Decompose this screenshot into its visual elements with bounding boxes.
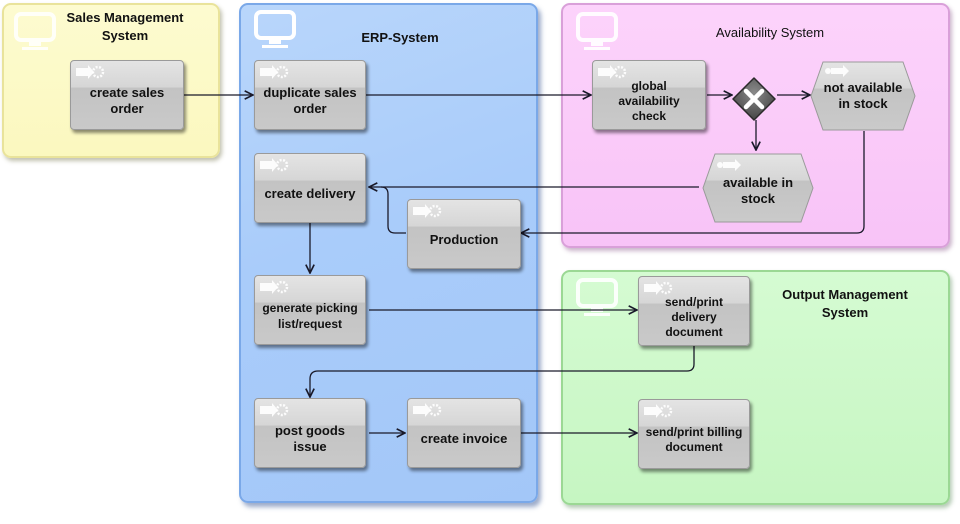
event-hexagon-shape [702, 153, 814, 223]
event-label: not available in stock [823, 80, 903, 111]
function-arrow-gear-icon [413, 403, 442, 417]
function-label: create invoice [420, 431, 508, 446]
function-arrow-gear-icon [644, 281, 673, 295]
function-send-print-delivery-document[interactable]: send/print delivery document [638, 276, 750, 346]
function-post-goods-issue[interactable]: post goods issue [254, 398, 366, 468]
function-arrow-gear-icon [260, 158, 289, 172]
function-arrow-gear-icon [644, 404, 673, 418]
function-label: post goods issue [274, 423, 346, 454]
function-label: create sales order [89, 85, 165, 116]
xor-gateway[interactable] [731, 76, 777, 122]
event-arrow-icon [831, 65, 849, 77]
lane-title-sales: Sales Management System [55, 9, 195, 45]
function-arrow-gear-icon [260, 280, 289, 294]
event-arrow-icon [723, 159, 741, 171]
connector-production-to-create-delivery [380, 186, 406, 234]
event-not-available-in-stock[interactable]: not available in stock [809, 60, 917, 132]
function-label: send/print delivery document [664, 294, 723, 339]
function-arrow-gear-icon [76, 65, 105, 79]
function-arrow-gear-icon [598, 65, 627, 79]
function-arrow-gear-icon [260, 403, 289, 417]
lane-title-line: System [101, 28, 149, 43]
function-generate-picking-list[interactable]: generate picking list/request [254, 275, 366, 345]
function-create-delivery[interactable]: create delivery [254, 153, 366, 223]
monitor-icon [576, 12, 618, 50]
connector-send-delivery-to-post-goods [310, 346, 695, 397]
lane-title-availability: Availability System [715, 25, 825, 40]
function-arrow-gear-icon [413, 204, 442, 218]
event-label: available in stock [722, 175, 794, 206]
connector-not-available-to-production [521, 131, 865, 233]
function-send-print-billing-document[interactable]: send/print billing document [638, 399, 750, 469]
function-arrow-gear-icon [260, 65, 289, 79]
lane-title-line: Sales Management [66, 10, 184, 25]
event-available-in-stock[interactable]: available in stock [701, 152, 815, 224]
monitor-icon [14, 12, 56, 50]
function-label: send/print billing document [645, 425, 743, 454]
x-icon [743, 88, 765, 110]
function-label: global availability check [618, 78, 680, 123]
lane-title-output: Output Management System [765, 286, 925, 322]
function-create-sales-order[interactable]: create sales order [70, 60, 184, 130]
lane-title-erp: ERP-System [361, 30, 439, 45]
function-create-invoice[interactable]: create invoice [407, 398, 521, 468]
event-hexagon-shape [810, 61, 916, 131]
function-label: Production [429, 232, 499, 247]
function-duplicate-sales-order[interactable]: duplicate sales order [254, 60, 366, 130]
lane-title-line: Output Management [782, 287, 908, 302]
function-label: create delivery [264, 186, 356, 201]
function-global-availability-check[interactable]: global availability check [592, 60, 706, 130]
monitor-icon [254, 10, 296, 48]
function-label: duplicate sales order [263, 85, 357, 116]
function-production[interactable]: Production [407, 199, 521, 269]
function-label: generate picking list/request [262, 301, 358, 331]
lane-title-line: System [821, 305, 869, 320]
lane-output-management-system [561, 270, 950, 505]
